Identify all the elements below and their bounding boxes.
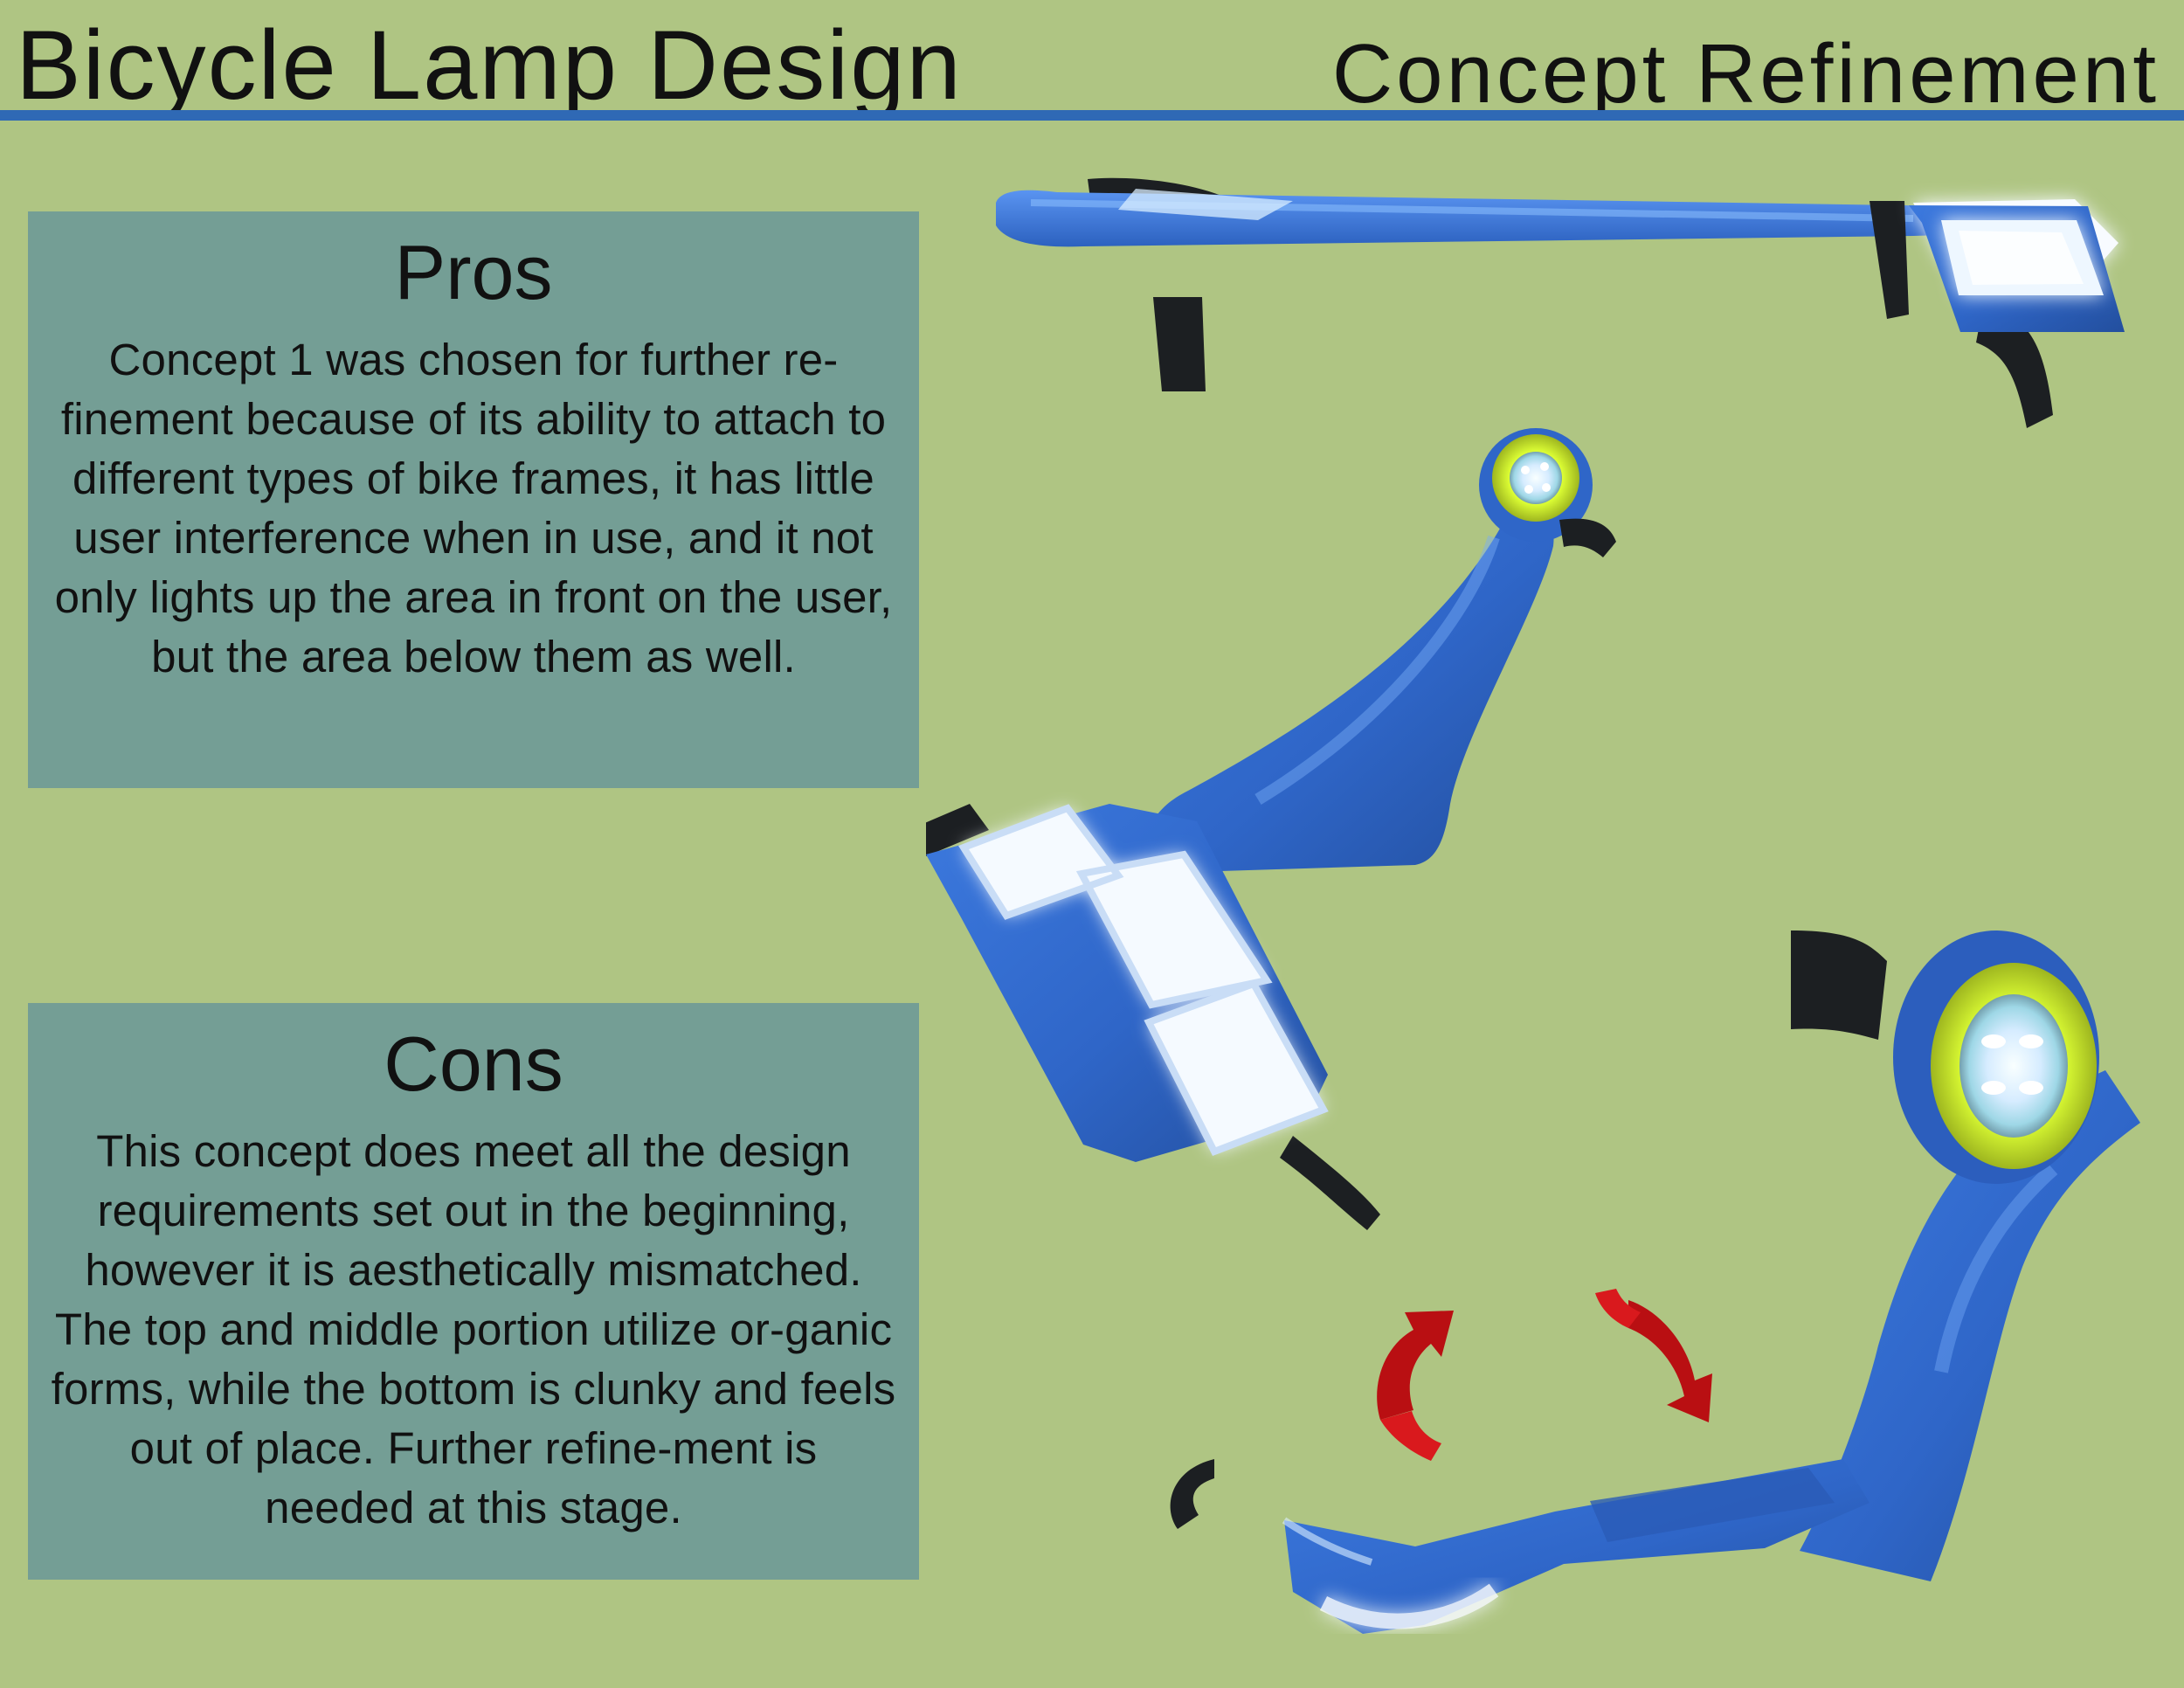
lamp-render-illustrations bbox=[926, 177, 2140, 1634]
page-header: Bicycle Lamp Design Concept Refinement bbox=[0, 0, 2184, 131]
page-subtitle: Concept Refinement bbox=[1331, 27, 2160, 121]
red-curved-arrow-icon bbox=[1377, 1289, 1712, 1461]
cons-panel: Cons This concept does meet all the desi… bbox=[28, 1003, 919, 1580]
lamp-front-view-illustration bbox=[926, 428, 1616, 1230]
pros-panel: Pros Concept 1 was chosen for further re… bbox=[28, 211, 919, 788]
header-divider bbox=[0, 110, 2184, 121]
lamp-top-view-illustration bbox=[996, 177, 2125, 428]
pros-title: Pros bbox=[394, 229, 553, 315]
pros-text: Concept 1 was chosen for further re-fine… bbox=[54, 335, 893, 681]
lamp-side-view-illustration bbox=[1170, 930, 2140, 1634]
cons-text: This concept does meet all the design re… bbox=[51, 1126, 896, 1532]
page-title: Bicycle Lamp Design bbox=[16, 10, 963, 120]
cons-title: Cons bbox=[384, 1020, 563, 1107]
